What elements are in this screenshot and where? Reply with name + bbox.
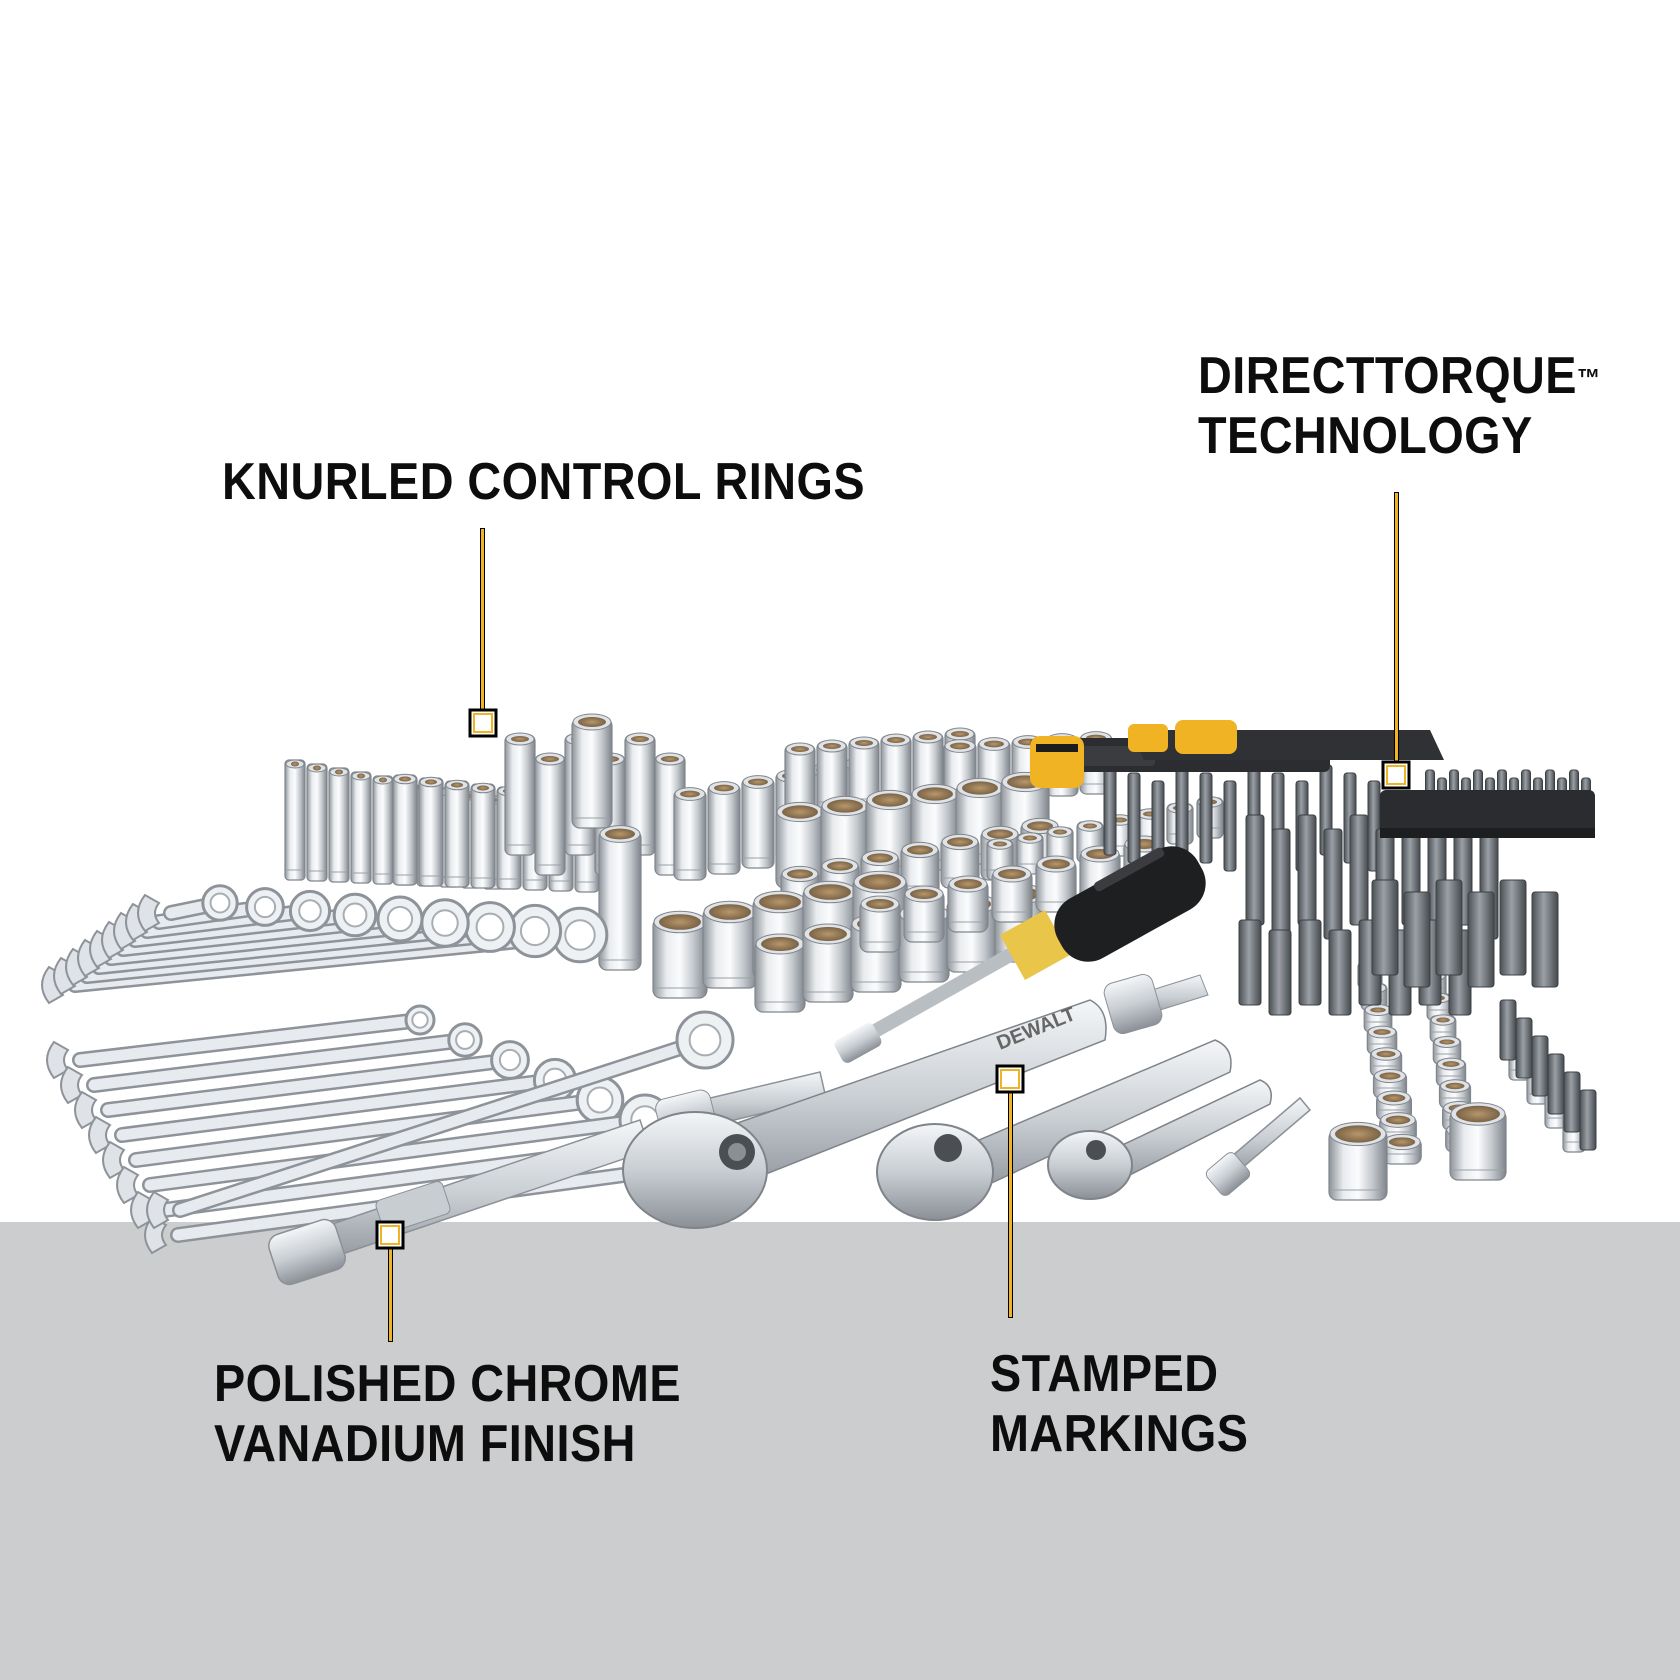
combination-wrench (137, 884, 239, 933)
standard-socket (802, 923, 854, 1003)
deep-socket (534, 752, 566, 876)
hex-bit (1403, 891, 1431, 988)
knurled-leader (468, 528, 498, 738)
standard-socket (652, 910, 708, 999)
hex-bit (1371, 879, 1399, 976)
standard-socket (1035, 855, 1077, 913)
deep-socket (816, 739, 848, 813)
deep-socket (444, 779, 470, 888)
hex-bit (1223, 780, 1237, 872)
standard-socket (940, 833, 980, 889)
torx-bit (1579, 1089, 1597, 1151)
hex-bit (1268, 929, 1292, 1016)
standard-socket (947, 875, 989, 933)
hex-bit (1499, 879, 1527, 976)
sockets-group (284, 713, 1586, 1201)
torx-bit (1515, 1017, 1533, 1079)
standard-socket (991, 865, 1033, 923)
hex-bit (1297, 814, 1317, 926)
torx-bit (1499, 999, 1517, 1061)
hex-key-set (1030, 720, 1444, 788)
torx-bit (1531, 1035, 1549, 1097)
standard-socket (900, 841, 940, 897)
deep-socket (741, 775, 775, 869)
hex-bit (1127, 772, 1141, 864)
stamped-leader (995, 1064, 1025, 1318)
callout-line: TECHNOLOGY (1198, 407, 1533, 465)
standard-socket (702, 900, 758, 989)
deep-socket (306, 763, 328, 882)
small-socket (1328, 1121, 1388, 1201)
standard-socket (903, 885, 945, 943)
hex-bit (1323, 828, 1343, 940)
deep-socket (372, 775, 394, 885)
hex-bit (1238, 919, 1262, 1006)
hex-bit (1103, 764, 1117, 856)
trademark-symbol: ™ (1576, 363, 1601, 393)
deep-socket (504, 732, 536, 856)
hex-bit (1175, 764, 1189, 856)
hex-bit (1298, 919, 1322, 1006)
deep-socket (598, 825, 642, 971)
small-socket (1429, 1014, 1457, 1043)
torx-bit (1547, 1053, 1565, 1115)
callout-line: POLISHED CHROME (214, 1355, 681, 1413)
deep-socket (392, 773, 418, 886)
polished-leader (375, 1220, 405, 1342)
combination-wrench (60, 1022, 483, 1105)
hex-bit (1435, 879, 1463, 976)
small-socket (1435, 1057, 1467, 1087)
callout-line: DIRECTTORQUE™ (1198, 346, 1600, 406)
callout-line: STAMPED (990, 1345, 1219, 1403)
white-backdrop (0, 0, 1680, 1222)
standard-socket (859, 895, 901, 953)
hex-bit (1531, 891, 1559, 988)
small-socket (1363, 1003, 1393, 1033)
deep-socket (571, 713, 613, 829)
callout-word: DIRECTTORQUE (1198, 347, 1577, 405)
callout-directtorque-technology: DIRECTTORQUE™ TECHNOLOGY (1198, 346, 1600, 466)
bits-group (1103, 764, 1597, 1151)
ratchets: DEWALT (622, 999, 1272, 1229)
deep-socket (784, 742, 816, 816)
callout-line: VANADIUM FINISH (214, 1415, 636, 1473)
small-socket (1449, 1102, 1507, 1181)
callout-line: MARKINGS (990, 1405, 1249, 1463)
screwdriver (834, 846, 1206, 1063)
hex-bit (1245, 814, 1265, 926)
deep-socket (470, 782, 496, 889)
hex-bit (1349, 814, 1369, 926)
deep-socket (418, 776, 444, 887)
large-combination-wrench (146, 1010, 735, 1230)
small-socket (1372, 1068, 1408, 1099)
deep-socket (880, 733, 912, 807)
deep-socket (350, 771, 372, 884)
hex-bit (1328, 929, 1352, 1016)
small-socket (1382, 1133, 1422, 1165)
callout-leaders (375, 492, 1411, 1342)
deep-socket (707, 781, 741, 875)
callout-knurled-control-rings: KNURLED CONTROL RINGS (222, 452, 865, 512)
deep-socket (284, 759, 306, 881)
torx-bit (1563, 1071, 1581, 1133)
hex-bit (1467, 891, 1495, 988)
callout-stamped-markings: STAMPED MARKINGS (990, 1344, 1248, 1464)
callout-polished-chrome-finish: POLISHED CHROME VANADIUM FINISH (214, 1354, 681, 1474)
standard-socket (754, 933, 806, 1013)
deep-socket (328, 767, 350, 883)
gray-floor (0, 1222, 1680, 1680)
deep-socket (673, 787, 707, 881)
hex-bit (1271, 828, 1291, 940)
directtorque-leader (1381, 492, 1411, 790)
callout-line: KNURLED CONTROL RINGS (222, 453, 865, 511)
bit-rail (1380, 790, 1595, 838)
hex-bit (1199, 772, 1213, 864)
combination-wrench (74, 1040, 530, 1130)
